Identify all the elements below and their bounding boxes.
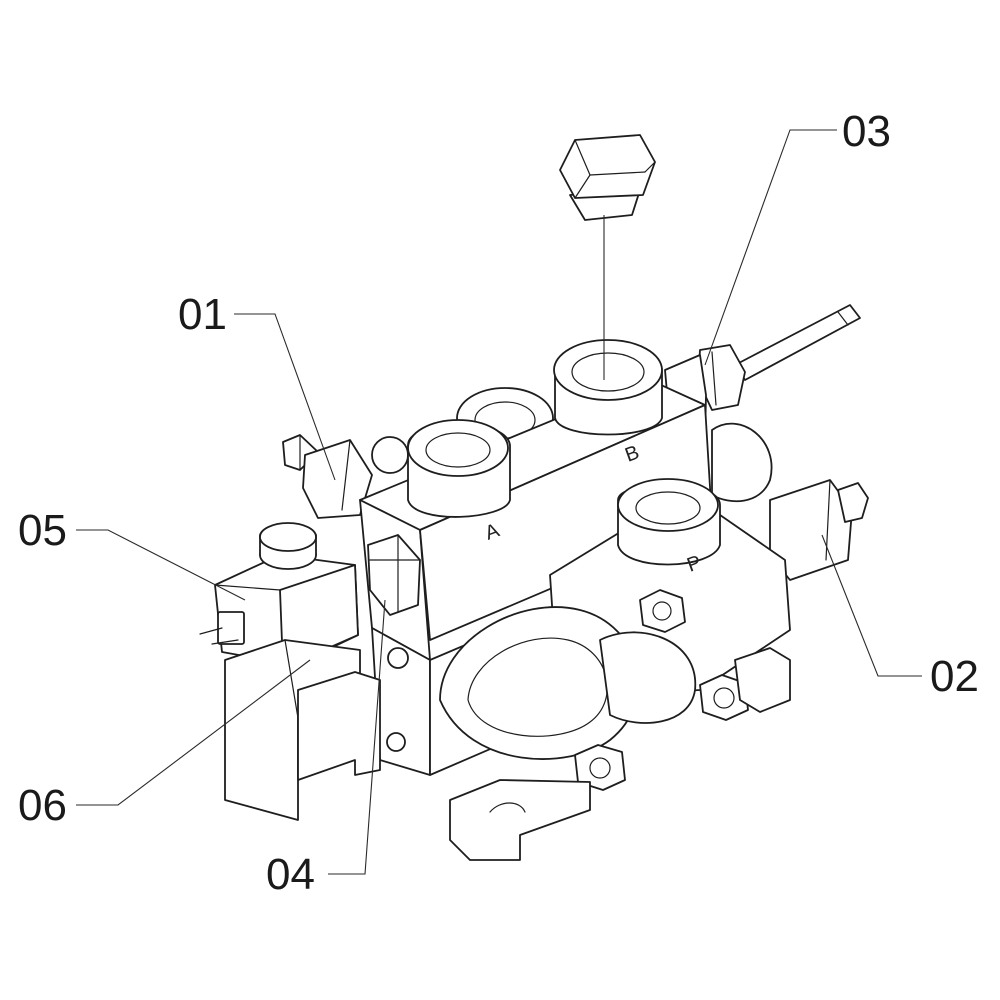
- leader-04: [328, 599, 386, 875]
- nut-right: [699, 674, 749, 721]
- callout-01: 01: [178, 290, 227, 339]
- bolts: [386, 589, 749, 791]
- solenoid-coil: [199, 522, 359, 669]
- callout-05: 05: [18, 506, 67, 555]
- lever-pivot-plate: [439, 606, 696, 760]
- hex-plug: [559, 134, 656, 221]
- leader-01: [234, 313, 336, 481]
- leader-lines: [76, 129, 922, 875]
- leader-02: [821, 534, 922, 677]
- callout-06: 06: [18, 781, 67, 830]
- callout-02: 02: [930, 652, 979, 701]
- callout-04: 04: [266, 850, 315, 899]
- relief-valve-left: [282, 434, 409, 519]
- mounting-feet: [449, 647, 791, 861]
- solenoid-body: [224, 639, 381, 821]
- leader-05: [76, 529, 246, 601]
- callout-03: 03: [842, 107, 891, 156]
- leader-03: [704, 129, 837, 366]
- leader-06: [76, 659, 311, 806]
- nut-top: [639, 589, 686, 633]
